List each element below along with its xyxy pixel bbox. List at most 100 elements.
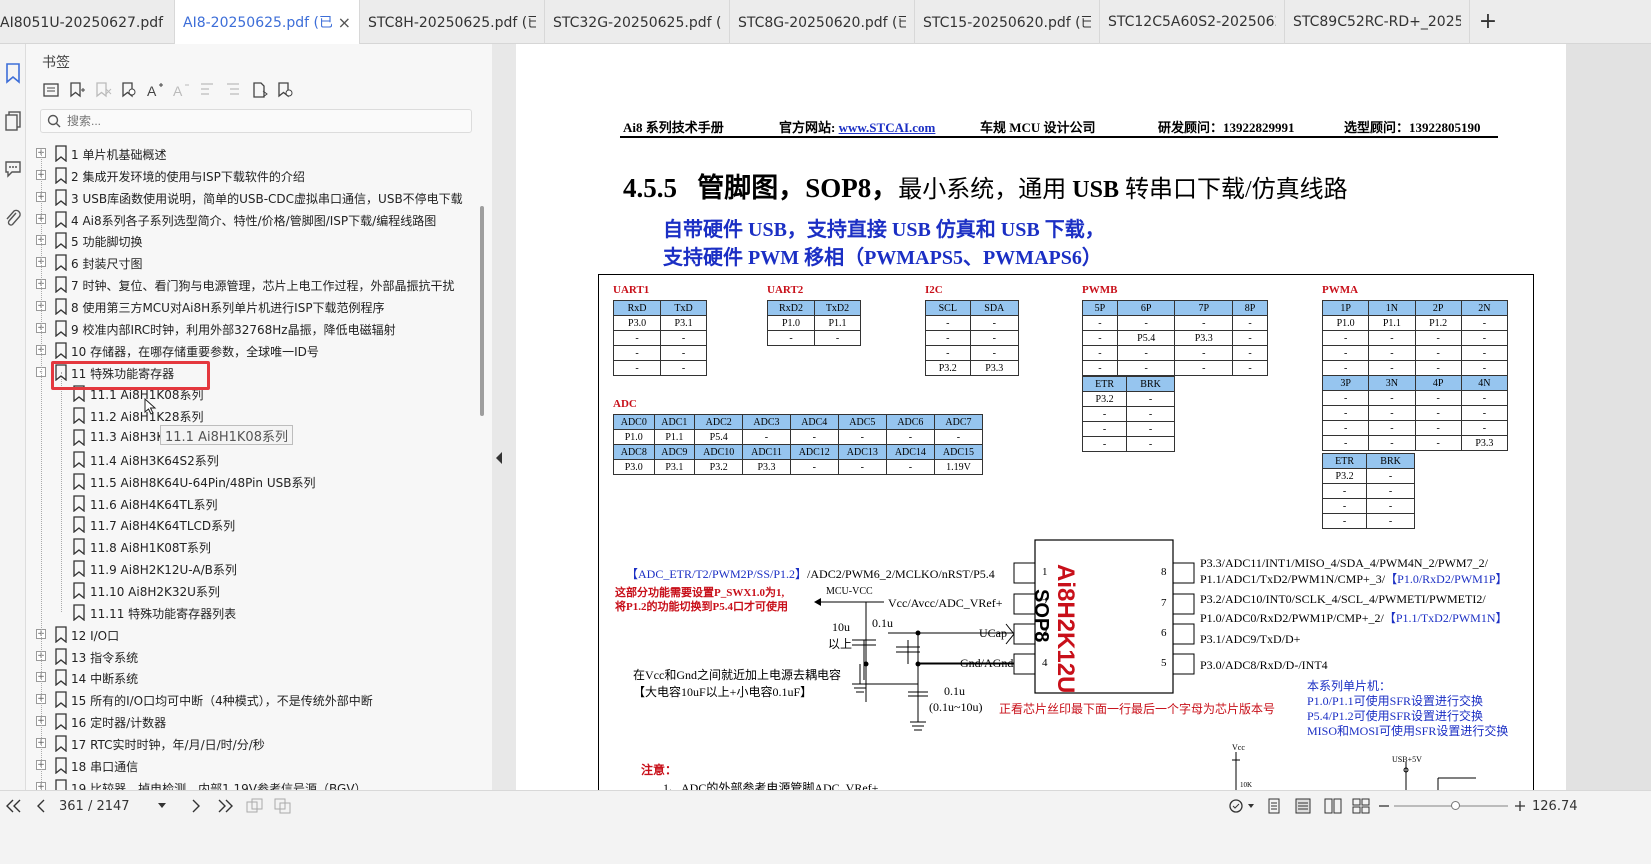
- bookmark-icon: [73, 451, 85, 468]
- single-page-icon[interactable]: [1266, 791, 1282, 821]
- bookmark-subitem[interactable]: 11.8 Ai8H1K08T系列: [26, 535, 466, 557]
- panel-title: 书签: [42, 55, 70, 71]
- bookmark-subitem[interactable]: 11.10 Ai8H2K32U系列: [26, 579, 466, 601]
- chevron-down-icon: [157, 803, 166, 808]
- bookmark-item[interactable]: +10 存储器，在哪存储重要参数，全球唯一ID号: [26, 339, 466, 361]
- two-page-continuous-icon[interactable]: [1352, 791, 1370, 821]
- section-number: 4.5.5: [623, 173, 677, 203]
- bookmark-subitem[interactable]: 11.2 Ai8H1K28系列: [26, 404, 466, 426]
- site-link[interactable]: www.STCAI.com: [838, 120, 936, 135]
- tab-stc15[interactable]: STC15-20250620.pdf (已加...: [915, 0, 1100, 44]
- font-smaller-icon[interactable]: A: [170, 79, 192, 101]
- cell: BRK: [1126, 376, 1175, 392]
- two-page-icon[interactable]: [1324, 791, 1342, 821]
- bookmark-icon: [55, 669, 67, 687]
- next-page-icon[interactable]: [190, 791, 202, 821]
- prev-view-icon[interactable]: [246, 791, 264, 821]
- bookmark-label: 7 时钟、复位、看门狗与电源管理，芯片上电工作过程，外部晶振抗干扰: [71, 279, 455, 294]
- delete-bookmark-icon[interactable]: [92, 79, 114, 101]
- continuous-page-icon[interactable]: [1294, 791, 1312, 821]
- bookmark-item[interactable]: +17 RTC实时时钟，年/月/日/时/分/秒: [26, 732, 466, 754]
- pin2-label: Vcc/Avcc/ADC_VRef+: [888, 596, 1003, 610]
- tab-ai8[interactable]: AI8-20250625.pdf (已... ×: [175, 0, 360, 44]
- pin-num-7: 7: [1161, 597, 1167, 609]
- page-number-field[interactable]: 361 / 2147: [58, 791, 182, 821]
- bookmark-label: 16 定时器/计数器: [71, 716, 167, 731]
- cell: SDA: [969, 300, 1020, 316]
- find-bookmark-icon[interactable]: [118, 79, 140, 101]
- tab-stc12c5a60s2[interactable]: STC12C5A60S2-20250620...: [1100, 0, 1285, 44]
- pages-icon[interactable]: [3, 110, 23, 132]
- bookmark-settings-icon[interactable]: [274, 79, 296, 101]
- comment-icon[interactable]: [3, 158, 23, 180]
- bookmark-item[interactable]: +4 Ai8系列各子系列选型简介、特性/价格/管脚图/ISP下载/编程线路图: [26, 208, 466, 230]
- zoom-in-icon[interactable]: [1514, 791, 1526, 821]
- bookmark-search-box[interactable]: [40, 109, 472, 133]
- cell: -: [1126, 436, 1175, 452]
- bookmark-subitem[interactable]: 11.9 Ai8H2K12U-A/B系列: [26, 557, 466, 579]
- bookmark-item[interactable]: +9 校准内部IRC时钟，利用外部32768Hz晶振，降低电磁辐射: [26, 317, 466, 339]
- bookmark-search-input[interactable]: [67, 114, 447, 128]
- bookmark-item[interactable]: +3 USB库函数使用说明，简单的USB-CDC虚拟串口通信，USB不停电下载: [26, 186, 466, 208]
- bookmark-item[interactable]: +1 单片机基础概述: [26, 142, 466, 164]
- bookmark-subitem[interactable]: 11.6 Ai8H4K64TL系列: [26, 492, 466, 514]
- cap-01u-label-b: 0.1u: [944, 684, 965, 698]
- last-page-icon[interactable]: [216, 791, 234, 821]
- close-icon[interactable]: ×: [337, 12, 351, 32]
- zoom-out-icon[interactable]: [1378, 791, 1390, 821]
- window-bottom: [0, 820, 1651, 864]
- tab-stc8h[interactable]: STC8H-20250625.pdf (已...: [360, 0, 545, 44]
- tab-stc8g[interactable]: STC8G-20250620.pdf (已...: [730, 0, 915, 44]
- document-viewer[interactable]: Ai8 系列技术手册 官方网站: www.STCAI.com 车规 MCU 设计…: [516, 44, 1651, 790]
- cell: -: [1414, 405, 1462, 421]
- bookmark-item[interactable]: +18 串口通信: [26, 754, 466, 776]
- cell: TxD2: [814, 300, 861, 316]
- bookmark-item[interactable]: +12 I/O口: [26, 623, 466, 645]
- collapse-panel-icon[interactable]: [492, 448, 506, 468]
- bookmark-item[interactable]: +16 定时器/计数器: [26, 710, 466, 732]
- cell: -: [885, 459, 935, 475]
- bookmark-item[interactable]: +6 封装尺寸图: [26, 251, 466, 273]
- bookmark-item[interactable]: +8 使用第三方MCU对Ai8H系列单片机进行ISP下载范例程序: [26, 295, 466, 317]
- bookmark-subitem[interactable]: 11.7 Ai8H4K64TLCD系列: [26, 513, 466, 535]
- tab-stc32g[interactable]: STC32G-20250625.pdf (已...: [545, 0, 730, 44]
- attachment-icon[interactable]: [3, 208, 23, 230]
- collapse-icon[interactable]: [222, 79, 244, 101]
- next-view-icon[interactable]: [274, 791, 292, 821]
- font-larger-icon[interactable]: A: [144, 79, 166, 101]
- bookmark-label: 5 功能脚切换: [71, 235, 143, 250]
- scrollbar-thumb[interactable]: [480, 206, 484, 416]
- bookmark-item[interactable]: +13 指令系统: [26, 645, 466, 667]
- bookmark-subitem[interactable]: 11.5 Ai8H8K64U-64Pin/48Pin USB系列: [26, 470, 466, 492]
- bookmark-subitem[interactable]: 11.1 Ai8H1K08系列: [26, 382, 466, 404]
- read-mode-icon[interactable]: [1228, 791, 1256, 821]
- zoom-level[interactable]: 126.74: [1532, 798, 1578, 814]
- zoom-slider[interactable]: [1394, 791, 1508, 821]
- bookmark-item[interactable]: +14 中断系统: [26, 666, 466, 688]
- bookmark-item[interactable]: +15 所有的I/O口均可中断（4种模式），不是传统外部中断: [26, 688, 466, 710]
- first-page-icon[interactable]: [5, 791, 23, 821]
- bookmark-item[interactable]: -11 特殊功能寄存器: [26, 361, 466, 383]
- add-bookmark-icon[interactable]: [66, 79, 88, 101]
- cell: ADC9: [653, 444, 696, 460]
- doc-header-rd: 研发顾问：13922829991: [1158, 120, 1295, 135]
- tab-ai8051u[interactable]: AI8051U-20250627.pdf (已...: [0, 0, 175, 44]
- bookmark-item[interactable]: +2 集成开发环境的使用与ISP下载软件的介绍: [26, 164, 466, 186]
- export-icon[interactable]: [248, 79, 270, 101]
- cell: 2P: [1414, 300, 1462, 316]
- bookmark-subitem[interactable]: 11.4 Ai8H3K64S2系列: [26, 448, 466, 470]
- bookmark-subitem[interactable]: 11.3 Ai8H3K64: [26, 426, 466, 448]
- prev-page-icon[interactable]: [35, 791, 47, 821]
- tab-label: AI8-20250625.pdf (已...: [183, 15, 332, 31]
- bookmark-item[interactable]: +7 时钟、复位、看门狗与电源管理，芯片上电工作过程，外部晶振抗干扰: [26, 273, 466, 295]
- expand-icon[interactable]: [196, 79, 218, 101]
- bookmark-icon[interactable]: [3, 62, 23, 84]
- bookmark-label: 11.10 Ai8H2K32U系列: [90, 585, 220, 599]
- bookmark-label: 18 串口通信: [71, 759, 139, 774]
- new-tab-button[interactable]: +: [1478, 9, 1498, 34]
- bookmark-item[interactable]: +5 功能脚切换: [26, 229, 466, 251]
- bookmark-list-icon[interactable]: [40, 79, 62, 101]
- bookmark-subitem[interactable]: 11.11 特殊功能寄存器列表: [26, 601, 466, 623]
- tab-stc89c52rc[interactable]: STC89C52RC-RD+_20250б...: [1285, 0, 1470, 44]
